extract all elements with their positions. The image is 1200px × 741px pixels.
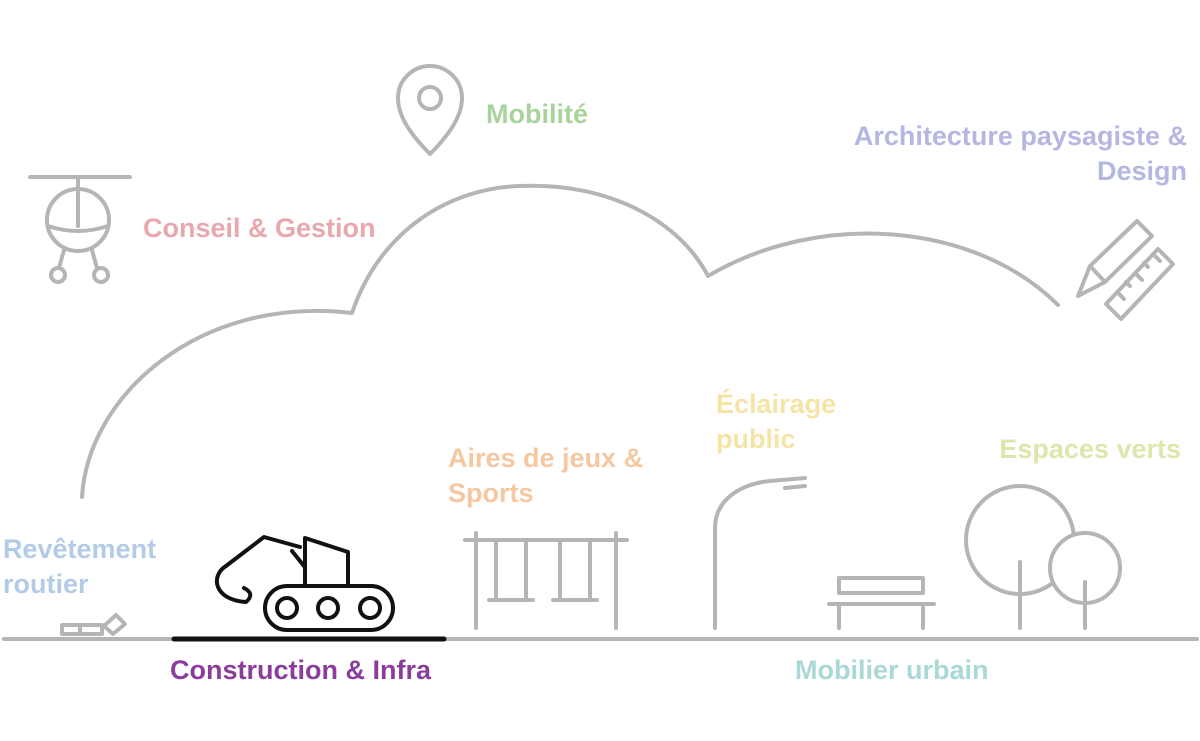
- label-aires-line-1: Aires de jeux &: [448, 443, 644, 473]
- swing-set-icon[interactable]: [463, 531, 629, 630]
- label-revetement-line-2: routier: [3, 569, 89, 599]
- label-conseil-line: Conseil & Gestion: [143, 213, 376, 243]
- label-eclairage-public[interactable]: Éclairage public: [716, 387, 836, 457]
- label-revetement-line-1: Revêtement: [3, 534, 157, 564]
- map-pin-icon[interactable]: [396, 64, 464, 156]
- label-aires-de-jeux-sports[interactable]: Aires de jeux & Sports: [448, 441, 643, 511]
- label-eclairage-line-2: public: [716, 424, 796, 454]
- street-lamp-icon[interactable]: [713, 476, 807, 630]
- label-architecture-line-1: Architecture paysagiste &: [853, 121, 1187, 151]
- label-mobilite[interactable]: Mobilité: [486, 97, 588, 132]
- label-espaces-verts[interactable]: Espaces verts: [999, 432, 1181, 467]
- bench-icon[interactable]: [827, 576, 936, 630]
- paving-stones-icon[interactable]: [60, 613, 127, 636]
- label-espaces-line: Espaces verts: [999, 434, 1181, 464]
- cloud-outline: [80, 183, 1060, 499]
- label-architecture-line-2: Design: [1096, 156, 1187, 186]
- label-architecture-design[interactable]: Architecture paysagiste & Design: [854, 119, 1187, 189]
- label-mobilier-line: Mobilier urbain: [795, 655, 989, 685]
- label-eclairage-line-1: Éclairage: [716, 389, 837, 419]
- trees-icon[interactable]: [964, 484, 1122, 630]
- label-mobilier-urbain[interactable]: Mobilier urbain: [795, 653, 989, 688]
- label-mobilite-line: Mobilité: [486, 99, 588, 129]
- label-revetement-routier[interactable]: Revêtement routier: [3, 532, 156, 602]
- label-construction-infra[interactable]: Construction & Infra: [170, 653, 431, 688]
- label-conseil-gestion[interactable]: Conseil & Gestion: [143, 211, 376, 246]
- excavator-icon[interactable]: [214, 535, 395, 632]
- label-construction-line: Construction & Infra: [170, 655, 431, 685]
- pencil-ruler-icon[interactable]: [1076, 219, 1175, 321]
- helicopter-icon[interactable]: [28, 175, 132, 284]
- label-aires-line-2: Sports: [448, 478, 534, 508]
